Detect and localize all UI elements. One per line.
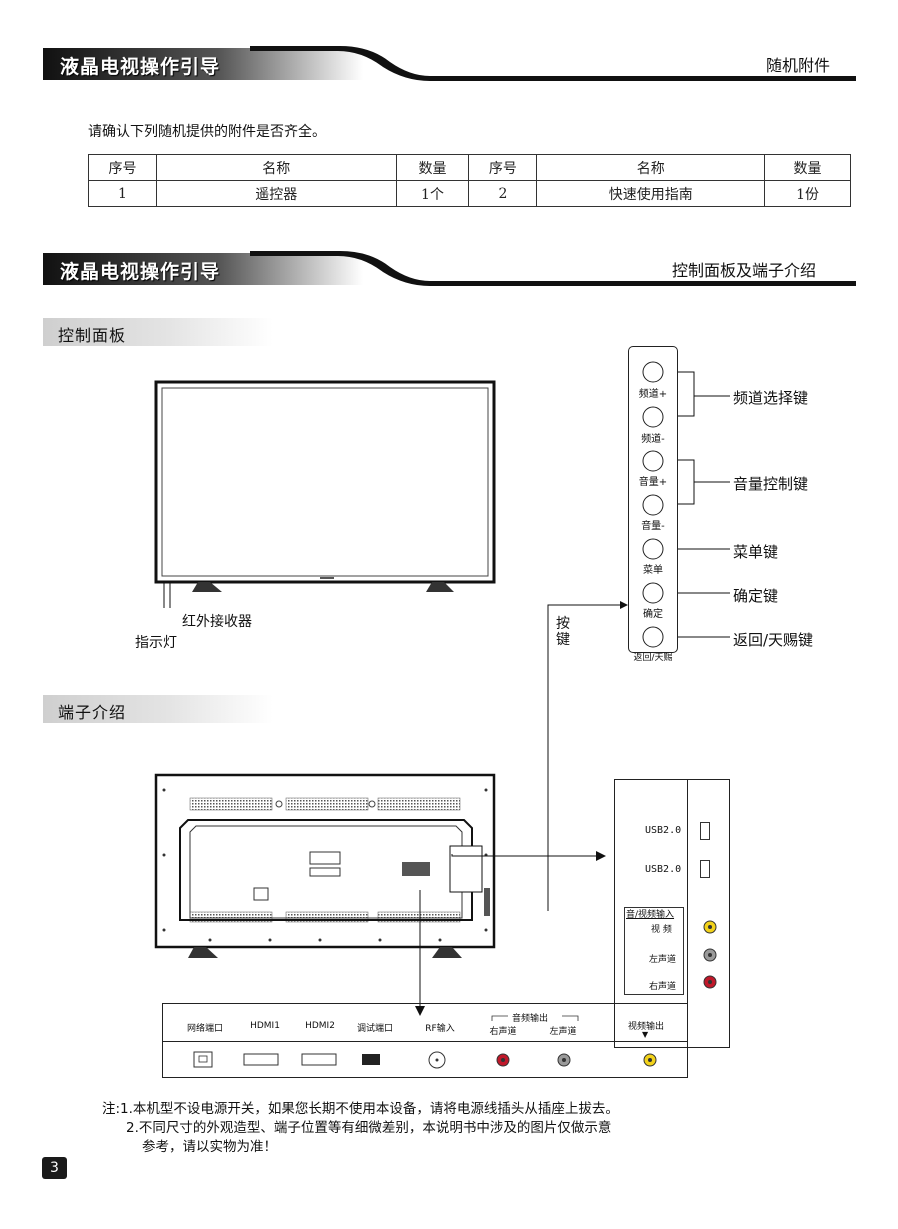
bottom-port-icons [193,1051,657,1069]
port-label-right-ch: 右声道 [489,1027,517,1037]
video-out-arrow-icon: ▼ [642,1030,649,1039]
header-bar-2: 液晶电视操作引导 控制面板及端子介绍 [0,245,898,295]
channel-up-button [642,361,664,383]
port-label-audio-out: 音频输出 [511,1014,548,1024]
header-right-1: 随机附件 [766,56,831,75]
callout-ok: 确定键 [733,587,779,605]
terminal-arrows [415,851,606,1016]
callout-back: 返回/天赐键 [733,631,814,649]
channel-down-button [642,406,664,428]
tv-front-illustration [154,380,496,608]
table-header-cell: 名称 [155,154,397,181]
table-header-row: 序号 名称 数量 序号 名称 数量 [88,154,851,181]
button-label-volume-down: 音量- [641,521,665,532]
callout-channel: 频道选择键 [733,389,809,407]
callout-menu: 菜单键 [733,543,779,561]
note-line-1: 注:1.本机型不设电源开关，如果您长期不使用本设备，请将电源线插头从插座上拔去。 [102,1101,619,1117]
panel-buttons [642,361,664,648]
volume-down-button [642,494,664,516]
table-cell: 2 [468,180,538,207]
menu-button [642,538,664,560]
port-label-rf: RF输入 [425,1024,455,1034]
hdmi2-port-icon [301,1053,337,1066]
av-video-label: 视 频 [651,925,672,935]
av-right-label: 右声道 [649,982,677,992]
header-right-2: 控制面板及端子介绍 [672,261,817,280]
page-number: 3 [42,1157,67,1179]
keys-label-2: 键 [556,632,570,648]
port-label-left-ch: 左声道 [549,1027,577,1037]
side-rca-jacks [703,920,717,989]
button-label-channel-down: 频道- [641,434,665,445]
usb-port-2-icon [700,860,710,878]
header-title-2: 液晶电视操作引导 [60,261,221,283]
accessory-table: 序号 名称 数量 序号 名称 数量 1 遥控器 1个 2 快速使用指南 1份 [88,154,851,207]
control-panel-subheader: 控制面板 [43,318,273,346]
button-label-menu: 菜单 [643,565,663,576]
av-input-box [624,907,684,995]
table-header-cell: 名称 [536,154,766,181]
port-label-network: 网络端口 [186,1024,223,1034]
table-row: 1 遥控器 1个 2 快速使用指南 1份 [88,180,851,207]
port-label-video-out: 视频输出 [627,1022,664,1032]
button-label-back: 返回/天赐 [633,653,673,663]
port-label-debug: 调试端口 [356,1024,393,1034]
note-line-2: 2.不同尺寸的外观造型、端子位置等有细微差别，本说明书中涉及的图片仅做示意 [126,1120,612,1136]
terminals-title: 端子介绍 [58,703,127,722]
bottom-terminal-panel [162,1003,688,1078]
table-header-cell: 数量 [395,154,470,181]
side-panel-divider [687,779,688,1048]
network-port-icon [193,1051,213,1068]
bottom-panel-divider [162,1041,688,1042]
callout-volume: 音量控制键 [733,475,809,493]
av-left-label: 左声道 [649,955,677,965]
hdmi1-port-icon [243,1053,279,1066]
ir-receiver-label: 红外接收器 [182,614,252,630]
volume-up-button [642,450,664,472]
button-label-channel-up: 频道+ [638,389,668,400]
keys-label-1: 按 [556,616,570,632]
intro-text: 请确认下列随机提供的附件是否齐全。 [88,124,326,140]
av-input-label: 音/视频输入 [626,910,675,920]
port-label-hdmi2: HDMI2 [305,1021,335,1031]
header-bar-1: 液晶电视操作引导 随机附件 [0,40,898,90]
audio-out-bracket [491,1015,579,1021]
usb-port-1-icon [700,822,710,840]
table-header-cell: 数量 [764,154,851,181]
table-cell: 1份 [764,180,851,207]
table-header-cell: 序号 [468,154,538,181]
button-panel [628,346,678,653]
side-terminal-panel [614,779,730,1048]
button-label-ok: 确定 [643,609,663,620]
table-cell: 1 [88,180,157,207]
table-cell: 快速使用指南 [536,180,766,207]
table-cell: 遥控器 [155,180,397,207]
control-panel-title: 控制面板 [58,326,127,345]
usb-label-2: USB2.0 [645,864,682,875]
keys-connector [547,601,628,911]
tv-back-illustration [154,773,496,958]
terminals-subheader: 端子介绍 [43,695,273,723]
note-line-3: 参考，请以实物为准！ [142,1139,277,1155]
table-header-cell: 序号 [88,154,157,181]
port-label-hdmi1: HDMI1 [250,1021,280,1031]
back-button [642,626,664,648]
header-title-1: 液晶电视操作引导 [60,56,221,78]
callout-lines [678,371,730,638]
debug-port-icon [362,1054,380,1065]
table-cell: 1个 [395,180,470,207]
ok-button [642,582,664,604]
usb-label-1: USB2.0 [645,825,682,836]
button-label-volume-up: 音量+ [638,477,668,488]
indicator-label: 指示灯 [135,635,177,651]
